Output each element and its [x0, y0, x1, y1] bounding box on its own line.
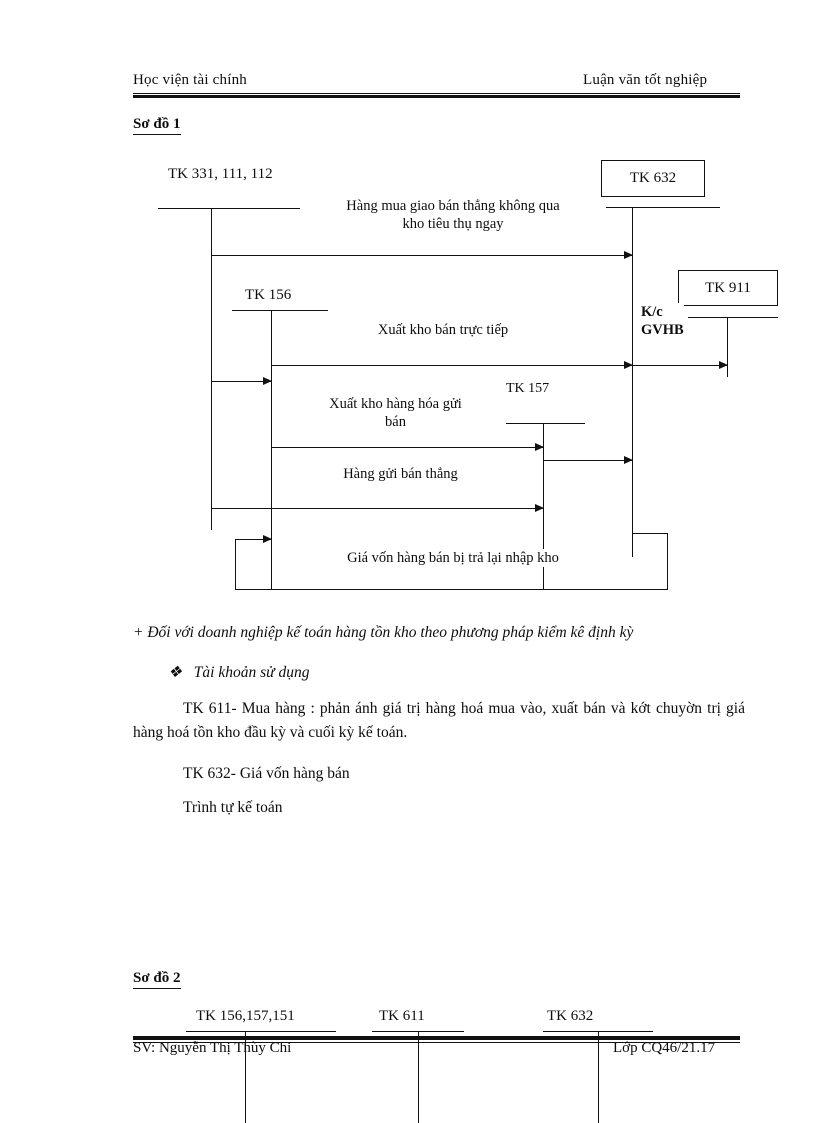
header-rule-thin: [133, 93, 740, 94]
flow-arrow-tk157-to-tk632: [543, 456, 633, 464]
return-loop-left-segment: [235, 539, 236, 590]
tk156-157-151-ledger-stem: [245, 1031, 246, 1123]
tk632-ledger-rule: [590, 207, 720, 208]
paragraph-tk632: TK 632- Giá vốn hàng bán: [183, 765, 350, 782]
footer-right-text: Lớp CQ46/21.17: [613, 1040, 716, 1056]
footer-rule-thin: [133, 1042, 740, 1043]
paragraph-bullet-diamond: ❖ Tài khoản sử dụng: [168, 661, 748, 685]
account-label-tk156-157-151: TK 156,157,151: [196, 1008, 295, 1024]
tk911-ledger-rule: [688, 317, 778, 318]
account-label-tk157: TK 157: [506, 381, 550, 396]
header-left-text: Học viện tài chính: [133, 72, 247, 88]
footer-rule-thick: [133, 1036, 740, 1040]
paragraph-trinh-tu: Trình tự kế toán: [183, 799, 283, 816]
tk331-ledger-stem: [211, 208, 212, 530]
flow-label-goods-on-consignment: Xuất kho hàng hóa gửi bán: [285, 395, 506, 432]
flow-arrow-warehouse-direct: [271, 361, 633, 369]
account-box-tk632: TK 632: [601, 160, 705, 197]
flow-label-returned-goods: Giá vốn hàng bán bị trả lại nhập kho: [290, 549, 616, 568]
tk156-ledger-stem: [271, 310, 272, 590]
heading-diagram-1: Sơ đồ 1: [133, 116, 181, 135]
flow-label-consignment-direct: Hàng gửi bán thẳng: [285, 465, 516, 484]
paragraph-bullet-plus: + Đối với doanh nghiệp kế toán hàng tồn …: [133, 624, 634, 641]
flow-arrow-kc-gvhb: [632, 361, 728, 369]
return-loop-bottom-segment: [235, 589, 668, 590]
heading-diagram-2: Sơ đồ 2: [133, 970, 181, 989]
account-label-tk156: TK 156: [245, 287, 292, 303]
paragraph-tk611: TK 611- Mua hàng : phản ánh giá trị hàng…: [133, 700, 745, 742]
return-loop-right-segment: [667, 533, 668, 590]
flow-arrow-goods-on-consignment: [271, 443, 544, 451]
flow-arrow-consignment-direct: [211, 504, 544, 512]
tk611-ledger-stem: [418, 1031, 419, 1123]
tk331-ledger-rule: [158, 208, 310, 209]
footer-left-text: SV: Nguyễn Thị Thùy Chi: [133, 1040, 292, 1056]
header-right-text: Luận văn tốt nghiệp: [583, 72, 708, 88]
account-label-tk632-diagram2: TK 632: [547, 1008, 594, 1024]
return-loop-top-right-segment: [632, 533, 668, 534]
tk157-ledger-rule: [505, 423, 585, 424]
header-rule-thick: [133, 95, 740, 98]
flow-arrow-direct-sale: [211, 251, 633, 259]
paragraph-bullet-diamond-label: Tài khoản sử dụng: [193, 664, 310, 681]
tk156-157-151-ledger-rule: [186, 1031, 336, 1032]
diamond-bullet-icon: ❖: [168, 664, 182, 681]
account-label-tk331: TK 331, 111, 112: [168, 166, 273, 182]
annotation-kc-gvhb: K/c GVHB: [641, 303, 684, 340]
flow-label-warehouse-direct: Xuất kho bán trực tiếp: [290, 321, 596, 340]
tk632-ledger-stem: [632, 207, 633, 557]
tk911-ledger-stem: [727, 317, 728, 377]
account-box-tk911: TK 911: [678, 270, 778, 306]
tk632-diagram2-ledger-stem: [598, 1031, 599, 1123]
flow-label-direct-sale: Hàng mua giao bán thẳng không qua kho ti…: [300, 197, 606, 234]
return-loop-arrow-to-tk156: [235, 535, 272, 543]
account-label-tk611: TK 611: [379, 1008, 425, 1024]
tk156-ledger-rule: [232, 310, 328, 311]
flow-arrow-tk331-to-tk156: [211, 377, 272, 385]
